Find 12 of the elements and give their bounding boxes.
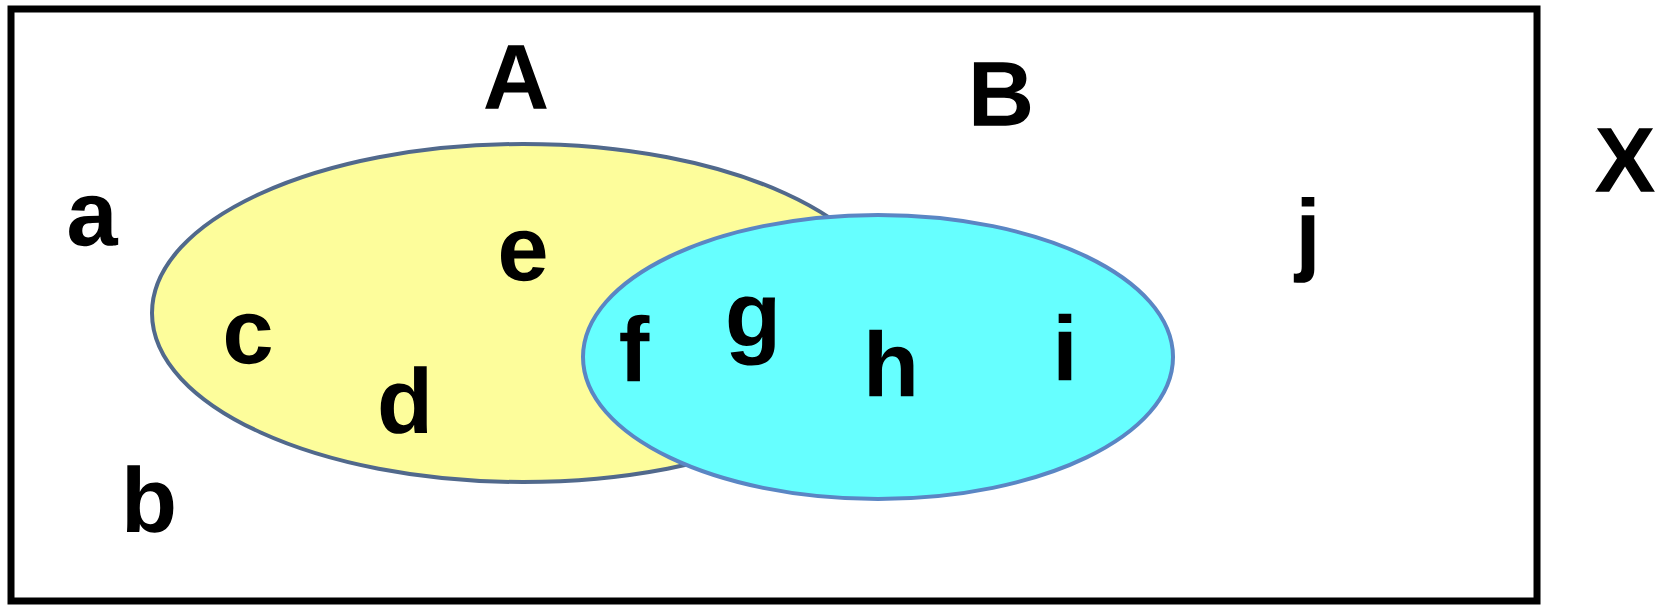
element-label: c [226,313,271,365]
element-label: j [1293,197,1315,283]
node-label: B [973,62,1031,126]
element-label: d [380,366,428,434]
element-label: e [501,230,546,282]
element-label: g [728,296,775,366]
element-label: i [1058,313,1072,381]
element-label: b [127,465,174,533]
element-label: f [620,314,650,382]
node-label: X [1595,128,1655,192]
element-label: h [869,329,914,397]
node-label: A [485,45,547,109]
